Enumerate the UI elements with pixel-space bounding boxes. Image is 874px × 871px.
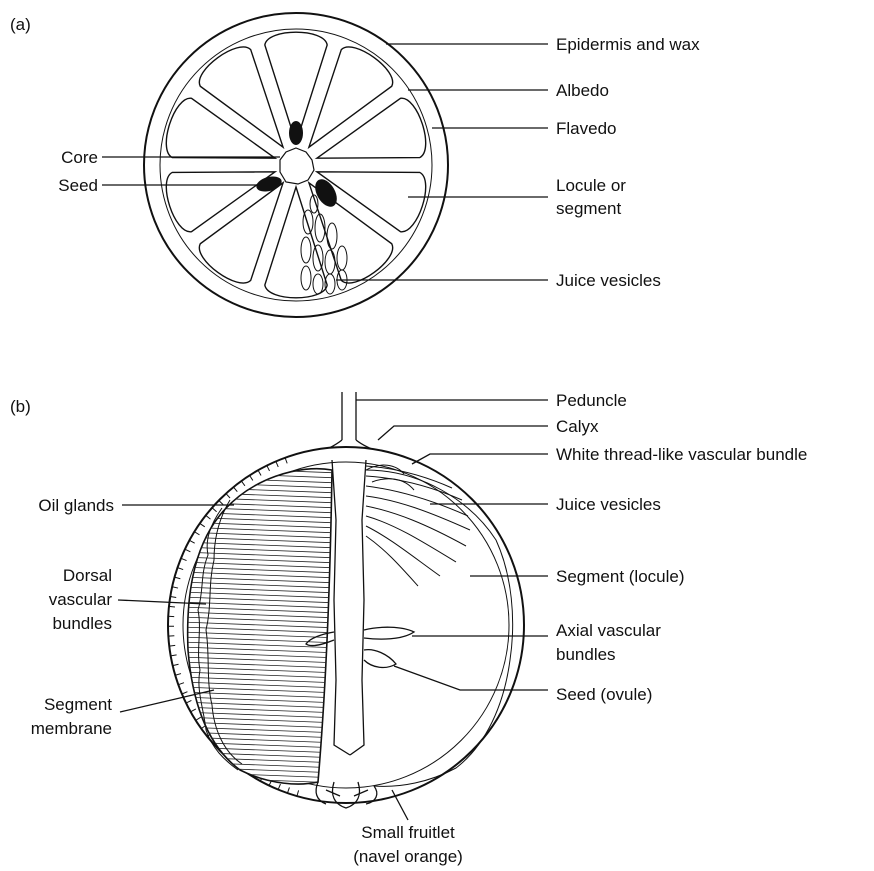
oil-gland-tick	[169, 606, 175, 607]
label-thread-bundle: White thread-like vascular bundle	[556, 445, 807, 464]
label-core: Core	[61, 148, 98, 167]
label-fruitlet-line2: (navel orange)	[353, 847, 463, 866]
label-membrane-line2: membrane	[31, 719, 112, 738]
label-fruitlet-line1: Small fruitlet	[361, 823, 455, 842]
label-epidermis: Epidermis and wax	[556, 35, 700, 54]
panel-a-cross-section: (a)	[10, 13, 700, 317]
label-axial-line2: bundles	[556, 645, 616, 664]
label-dorsal-line3: bundles	[52, 614, 112, 633]
label-calyx: Calyx	[556, 417, 599, 436]
oil-gland-tick	[169, 645, 175, 646]
peduncle	[342, 392, 356, 440]
seed-1	[289, 121, 303, 145]
label-axial-line1: Axial vascular	[556, 621, 661, 640]
label-seed-a: Seed	[58, 176, 98, 195]
leader-thread	[412, 454, 548, 464]
label-albedo: Albedo	[556, 81, 609, 100]
label-juice-vesicles-b: Juice vesicles	[556, 495, 661, 514]
leader-calyx	[378, 426, 548, 440]
panel-a-tag: (a)	[10, 15, 31, 34]
label-flavedo: Flavedo	[556, 119, 616, 138]
label-peduncle: Peduncle	[556, 391, 627, 410]
panel-b-longitudinal-section: (b)	[10, 391, 807, 866]
panel-b-tag: (b)	[10, 397, 31, 416]
label-membrane-line1: Segment	[44, 695, 112, 714]
label-juice-vesicles-a: Juice vesicles	[556, 271, 661, 290]
label-dorsal-line1: Dorsal	[63, 566, 112, 585]
label-dorsal-line2: vascular	[49, 590, 113, 609]
label-seed-ovule: Seed (ovule)	[556, 685, 652, 704]
label-locule-line1: Locule or	[556, 176, 626, 195]
label-locule-line2: segment	[556, 199, 621, 218]
label-oil-glands: Oil glands	[38, 496, 114, 515]
label-segment-locule: Segment (locule)	[556, 567, 685, 586]
